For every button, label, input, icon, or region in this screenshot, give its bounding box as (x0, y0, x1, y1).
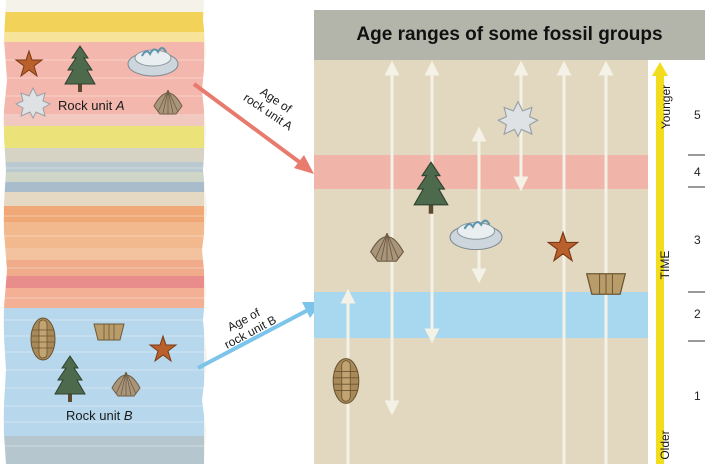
tick-4: 4 (694, 165, 701, 179)
brachiopod-icon (92, 318, 126, 346)
scallop-shell-icon (150, 84, 186, 118)
time-label: TIME (658, 240, 672, 290)
scallop-shell-icon (366, 226, 408, 266)
rock-unit-b-label: Rock unit B (66, 408, 132, 423)
time-label-younger: Younger (659, 77, 673, 137)
pine-tree-icon (410, 160, 452, 216)
rock-unit-a-label: Rock unit A (58, 98, 124, 113)
tick-2: 2 (694, 307, 701, 321)
fossil-range-lines (314, 60, 648, 464)
coral-icon (448, 212, 504, 254)
rock-unit-a-text: Rock unit (58, 98, 116, 113)
chart-title: Age ranges of some fossil groups (314, 10, 705, 60)
scallop-shell-icon (108, 366, 144, 400)
maple-leaf-icon (496, 98, 540, 140)
starfish-icon (546, 230, 580, 264)
rock-unit-b-letter: B (124, 408, 133, 423)
starfish-icon (14, 49, 44, 79)
starfish-icon (148, 334, 178, 364)
time-label-older: Older (658, 420, 672, 470)
pine-tree-icon (52, 354, 88, 404)
rock-unit-a-letter: A (116, 98, 125, 113)
brachiopod-icon (584, 266, 628, 302)
rock-unit-b-text: Rock unit (66, 408, 124, 423)
tick-3: 3 (694, 233, 701, 247)
pine-tree-icon (62, 44, 98, 94)
tick-1: 1 (694, 389, 701, 403)
trilobite-icon (330, 356, 362, 406)
tick-5: 5 (694, 108, 701, 122)
coral-icon (126, 40, 180, 80)
maple-leaf-icon (14, 86, 52, 120)
